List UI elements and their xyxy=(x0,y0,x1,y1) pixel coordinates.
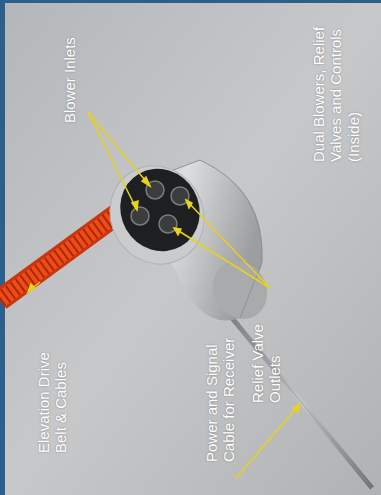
part-label: Relief Valve Outlets xyxy=(249,293,284,403)
part-label: Power and Signal Cable for Receiver xyxy=(203,322,238,462)
part-label: Elevation Drive Belt & Cables xyxy=(35,323,70,453)
frame-edge xyxy=(0,0,381,3)
frame-edge xyxy=(0,0,5,495)
part-label: Blower Inlets xyxy=(61,13,78,123)
port-circles xyxy=(131,181,189,233)
elevation-belt xyxy=(0,212,120,300)
note-label: Dual Blowers, Relief Valves and Controls… xyxy=(310,22,362,162)
face-recess xyxy=(105,154,215,266)
leader-lines xyxy=(28,112,300,478)
housing-face xyxy=(92,149,222,282)
